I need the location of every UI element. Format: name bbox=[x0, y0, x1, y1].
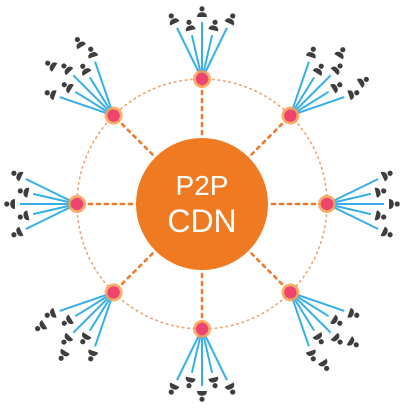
user-icon bbox=[389, 199, 400, 209]
user-icon bbox=[312, 332, 324, 345]
user-icon bbox=[58, 348, 70, 361]
user-icon bbox=[17, 210, 30, 221]
peer-link-2-1 bbox=[289, 61, 310, 116]
peer-link-2-5 bbox=[290, 96, 345, 117]
user-icon bbox=[35, 320, 48, 332]
hub-circle bbox=[136, 138, 268, 270]
user-icon bbox=[74, 37, 86, 50]
user-icon bbox=[45, 60, 58, 72]
dashed-link-8 bbox=[112, 114, 154, 156]
user-icon bbox=[61, 314, 74, 326]
peer-link-6-1 bbox=[94, 292, 115, 347]
user-icon bbox=[330, 314, 343, 326]
user-icon bbox=[208, 376, 219, 389]
edge-node-2 bbox=[281, 106, 300, 125]
edge-node-6 bbox=[104, 283, 123, 302]
peer-link-8-3 bbox=[72, 74, 115, 117]
peer-link-5-5 bbox=[176, 328, 203, 381]
edge-node-1 bbox=[193, 70, 211, 88]
user-icon bbox=[374, 187, 387, 198]
hub-label-cdn: CDN bbox=[167, 203, 236, 239]
user-icon bbox=[11, 170, 24, 182]
user-icon bbox=[347, 90, 360, 101]
peer-link-5-1 bbox=[201, 328, 228, 381]
edge-node-8 bbox=[104, 106, 123, 125]
user-icon bbox=[330, 332, 343, 345]
user-icon bbox=[305, 349, 316, 362]
peer-link-8-5 bbox=[94, 61, 115, 116]
edge-node-7 bbox=[68, 195, 86, 213]
user-icon bbox=[61, 332, 74, 345]
user-icon bbox=[185, 376, 196, 389]
user-icon bbox=[44, 307, 57, 318]
user-icon bbox=[88, 349, 99, 362]
peers-layer bbox=[4, 6, 400, 402]
user-icon bbox=[208, 19, 219, 32]
user-icon bbox=[80, 63, 92, 76]
user-icon bbox=[224, 382, 236, 395]
dashed-link-6 bbox=[112, 252, 154, 294]
hub: P2P CDN bbox=[136, 138, 268, 270]
peer-link-4-3 bbox=[289, 291, 332, 334]
dashed-links-layer bbox=[75, 77, 329, 331]
peer-link-1-1 bbox=[176, 27, 203, 80]
peer-link-4-1 bbox=[290, 291, 345, 312]
user-icon bbox=[168, 13, 180, 26]
peer-link-6-5 bbox=[59, 291, 114, 312]
user-icon bbox=[197, 6, 207, 17]
edge-node-3 bbox=[318, 195, 336, 213]
user-icon bbox=[80, 332, 92, 345]
edge-node-4 bbox=[281, 283, 300, 302]
user-icon bbox=[356, 76, 369, 88]
user-icon bbox=[168, 382, 180, 395]
user-icon bbox=[380, 170, 393, 182]
user-icon bbox=[330, 63, 343, 76]
edge-node-5 bbox=[193, 320, 211, 338]
peer-link-7-5 bbox=[25, 178, 78, 205]
user-icon bbox=[346, 336, 359, 348]
user-icon bbox=[61, 63, 74, 76]
user-icon bbox=[380, 226, 393, 238]
nodes-layer bbox=[68, 70, 336, 338]
peer-link-8-1 bbox=[59, 96, 114, 117]
peer-link-4-5 bbox=[289, 292, 310, 347]
user-icon bbox=[11, 226, 24, 238]
hub-label-p2p: P2P bbox=[176, 170, 229, 201]
user-icon bbox=[88, 46, 99, 59]
user-icon bbox=[334, 47, 346, 60]
user-icon bbox=[305, 46, 316, 59]
user-icon bbox=[4, 199, 15, 209]
user-icon bbox=[224, 13, 236, 26]
user-icon bbox=[330, 82, 343, 94]
user-icon bbox=[318, 358, 330, 371]
user-icon bbox=[44, 90, 57, 101]
user-icon bbox=[17, 187, 30, 198]
dashed-link-2 bbox=[250, 114, 292, 156]
user-icon bbox=[61, 82, 74, 94]
peer-link-2-3 bbox=[289, 74, 332, 117]
peer-link-7-1 bbox=[25, 203, 78, 230]
user-icon bbox=[374, 210, 387, 221]
user-icon bbox=[347, 307, 360, 318]
peer-link-6-3 bbox=[72, 291, 115, 334]
peer-link-1-5 bbox=[201, 27, 228, 80]
user-icon bbox=[312, 63, 324, 76]
peer-link-3-5 bbox=[326, 203, 379, 230]
user-icon bbox=[185, 19, 196, 32]
peer-link-3-1 bbox=[326, 178, 379, 205]
user-icon bbox=[197, 391, 207, 402]
dashed-link-4 bbox=[250, 252, 292, 294]
